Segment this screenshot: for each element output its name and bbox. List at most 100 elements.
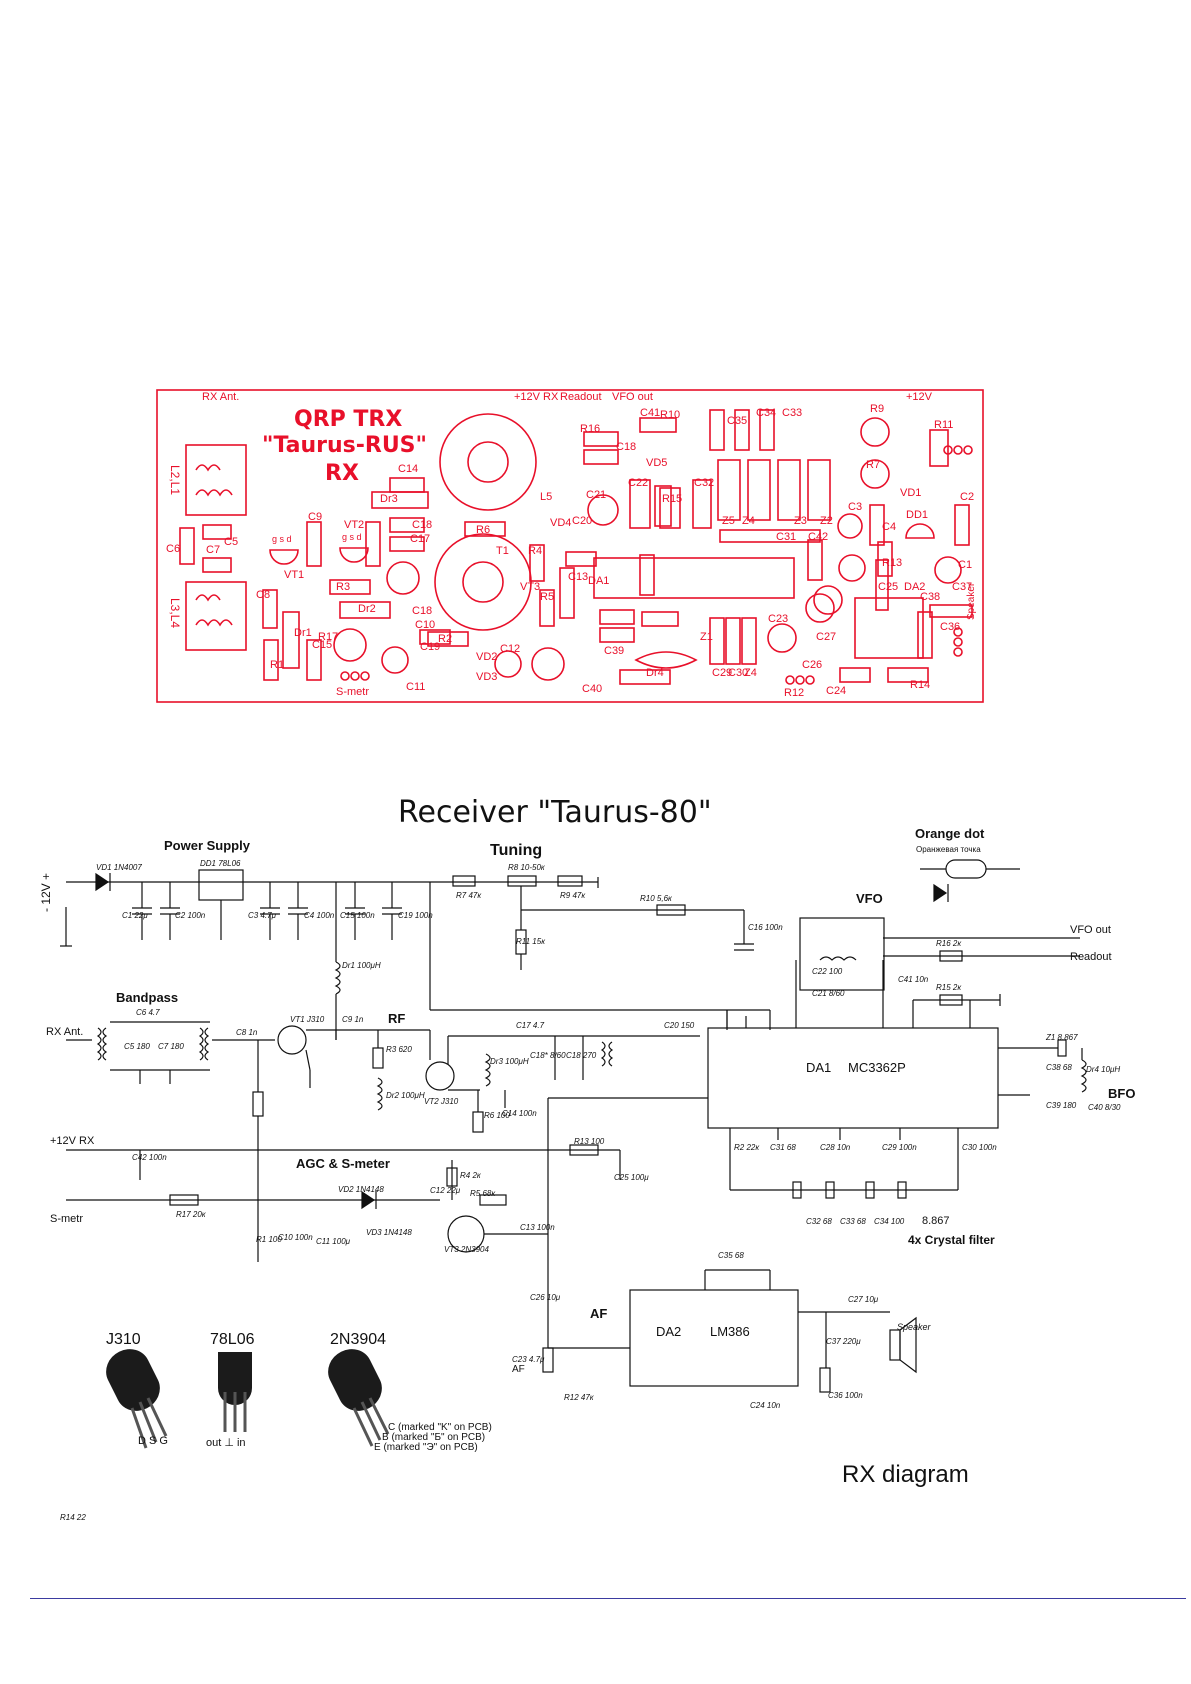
pcb-component-label: Z4	[744, 667, 757, 679]
schematic-part-label: R4 2к	[460, 1171, 482, 1180]
pcb-component-label: C8	[256, 589, 270, 601]
package-j310-name: J310	[106, 1331, 141, 1348]
pcb-component-label: C4	[882, 521, 896, 533]
pcb-component-label: C39	[604, 645, 624, 657]
schematic-part-label: VD2 1N4148	[338, 1185, 384, 1194]
pcb-component-label: R6	[476, 524, 490, 536]
terminal-speaker: Speaker	[897, 1322, 932, 1332]
schematic-part-label: R6 100	[484, 1111, 510, 1120]
schematic-part-label: C27 10μ	[848, 1295, 879, 1304]
pcb-component-label: R16	[580, 423, 600, 435]
package-j310: J310 D S G	[106, 1331, 168, 1449]
schematic-part-label: C1 22μ	[122, 911, 148, 920]
schematic-part-label: C8 1n	[236, 1028, 258, 1037]
pcb-component-label: C7	[206, 544, 220, 556]
schematic-part-label: Dr2 100μH	[386, 1091, 425, 1100]
schematic-part-label: R8 10-50к	[508, 863, 546, 872]
pcb-component-label: C13	[568, 571, 588, 583]
schematic-part-label: C20 150	[664, 1021, 695, 1030]
schematic-part-label: C35 68	[718, 1251, 744, 1260]
schematic-part-label: C26 10μ	[530, 1293, 561, 1302]
schematic-part-label: C21 8/60	[812, 989, 845, 998]
pcb-component-label: T1	[496, 545, 509, 557]
terminal-vfo-out: VFO out	[1070, 924, 1111, 936]
pcb-component-label: C14	[398, 463, 418, 475]
schematic-part-label: R17 20к	[176, 1210, 207, 1219]
pcb-component-label: Z2	[820, 515, 833, 527]
schematic-title: Receiver "Taurus-80"	[398, 795, 712, 830]
schematic-part-label: C40 8/30	[1088, 1103, 1121, 1112]
schematic-part-label: C28 10n	[820, 1143, 851, 1152]
schematic-part-label: C36 100n	[828, 1391, 863, 1400]
package-2n3904-line3: E (marked "Э" on PCB)	[374, 1442, 478, 1453]
schematic-part-label: C41 10n	[898, 975, 929, 984]
pcb-component-label: R3	[336, 581, 350, 593]
pcb-label-gsd1: g s d	[272, 534, 292, 544]
pcb-component-label: C42	[808, 531, 828, 543]
pcb-component-label: Z5	[722, 515, 735, 527]
pcb-label-speaker: Speaker	[966, 582, 977, 620]
pcb-label-r12: R12	[784, 687, 804, 699]
schematic-part-label: C25 100μ	[614, 1173, 649, 1182]
schematic-part-label: C38 68	[1046, 1063, 1072, 1072]
pcb-component-label: R15	[662, 493, 682, 505]
schematic-part-label: C7 180	[158, 1042, 184, 1051]
pcb-label-12vrx: +12V RX	[514, 391, 559, 403]
ic-da2	[629, 1289, 799, 1387]
pcb-component-label: C5	[224, 536, 238, 548]
pcb-label-vfo-out: VFO out	[612, 391, 653, 403]
pcb-component-label: C23	[768, 613, 788, 625]
terminal-readout: Readout	[1070, 951, 1112, 963]
pcb-component-label: Dr3	[380, 493, 398, 505]
pcb-component-label: C41	[640, 407, 660, 419]
pcb-component-label: C6	[166, 543, 180, 555]
label-rx-diagram: RX diagram	[842, 1461, 969, 1488]
terminal-12vrx: +12V RX	[50, 1135, 95, 1147]
pcb-component-label: C34	[756, 407, 776, 419]
schematic-part-label: C37 220μ	[826, 1337, 861, 1346]
schematic-part-label: VT1 J310	[290, 1015, 325, 1024]
schematic-part-label: C30 100n	[962, 1143, 997, 1152]
pcb-component-label: R13	[882, 557, 902, 569]
package-j310-pins: D S G	[138, 1435, 168, 1447]
pcb-component-label: C1	[958, 559, 972, 571]
schematic-part-label: C32 68	[806, 1217, 832, 1226]
pcb-component-label: C9	[308, 511, 322, 523]
schematic-part-label: VD1 1N4007	[96, 863, 142, 872]
pcb-component-label: C38	[920, 591, 940, 603]
pcb-component-label: L5	[540, 491, 552, 503]
package-78l06-pins: out ⊥ in	[206, 1437, 246, 1449]
label-af: AF	[590, 1306, 607, 1321]
schematic-part-label: C18 270	[566, 1051, 597, 1060]
pcb-component-label: C15	[312, 639, 332, 651]
schematic-part-label: C2 100n	[175, 911, 206, 920]
schematic-part-label: R7 47к	[456, 891, 482, 900]
label-bandpass: Bandpass	[116, 990, 178, 1005]
schematic-part-label: Dr4 10μH	[1086, 1065, 1120, 1074]
da1-part: MC3362P	[848, 1060, 906, 1075]
pcb-component-label: R10	[660, 409, 680, 421]
schematic-part-label: C4 100n	[304, 911, 335, 920]
pcb-label-rx-ant: RX Ant.	[202, 391, 239, 403]
coil-l2l1	[185, 444, 247, 516]
pcb-component-label: Z4	[742, 515, 755, 527]
schematic-part-label: C17 4.7	[516, 1021, 545, 1030]
footer-rule	[30, 1598, 1186, 1599]
pcb-component-label: C19	[420, 641, 440, 653]
pcb-component-label: C21	[586, 489, 606, 501]
package-78l06-name: 78L06	[210, 1331, 255, 1348]
pcb-component-label: C12	[500, 643, 520, 655]
da2-name: DA2	[656, 1324, 681, 1339]
schematic-part-label: C18* 8/60	[530, 1051, 566, 1060]
pcb-component-label: C25	[878, 581, 898, 593]
schematic-part-label: Dr3 100μH	[490, 1057, 529, 1066]
pcb-label-s-metr: S-metr	[336, 686, 369, 698]
coil-l3l4	[185, 581, 247, 651]
schematic-part-label: C22 100	[812, 967, 843, 976]
schematic-part-label: C15 100n	[340, 911, 375, 920]
schematic-part-label: C10 100n	[278, 1233, 313, 1242]
schematic-part-label: C34 100	[874, 1217, 905, 1226]
pcb-component-label: VD4	[550, 517, 571, 529]
pcb-component-label: C11	[406, 681, 425, 693]
